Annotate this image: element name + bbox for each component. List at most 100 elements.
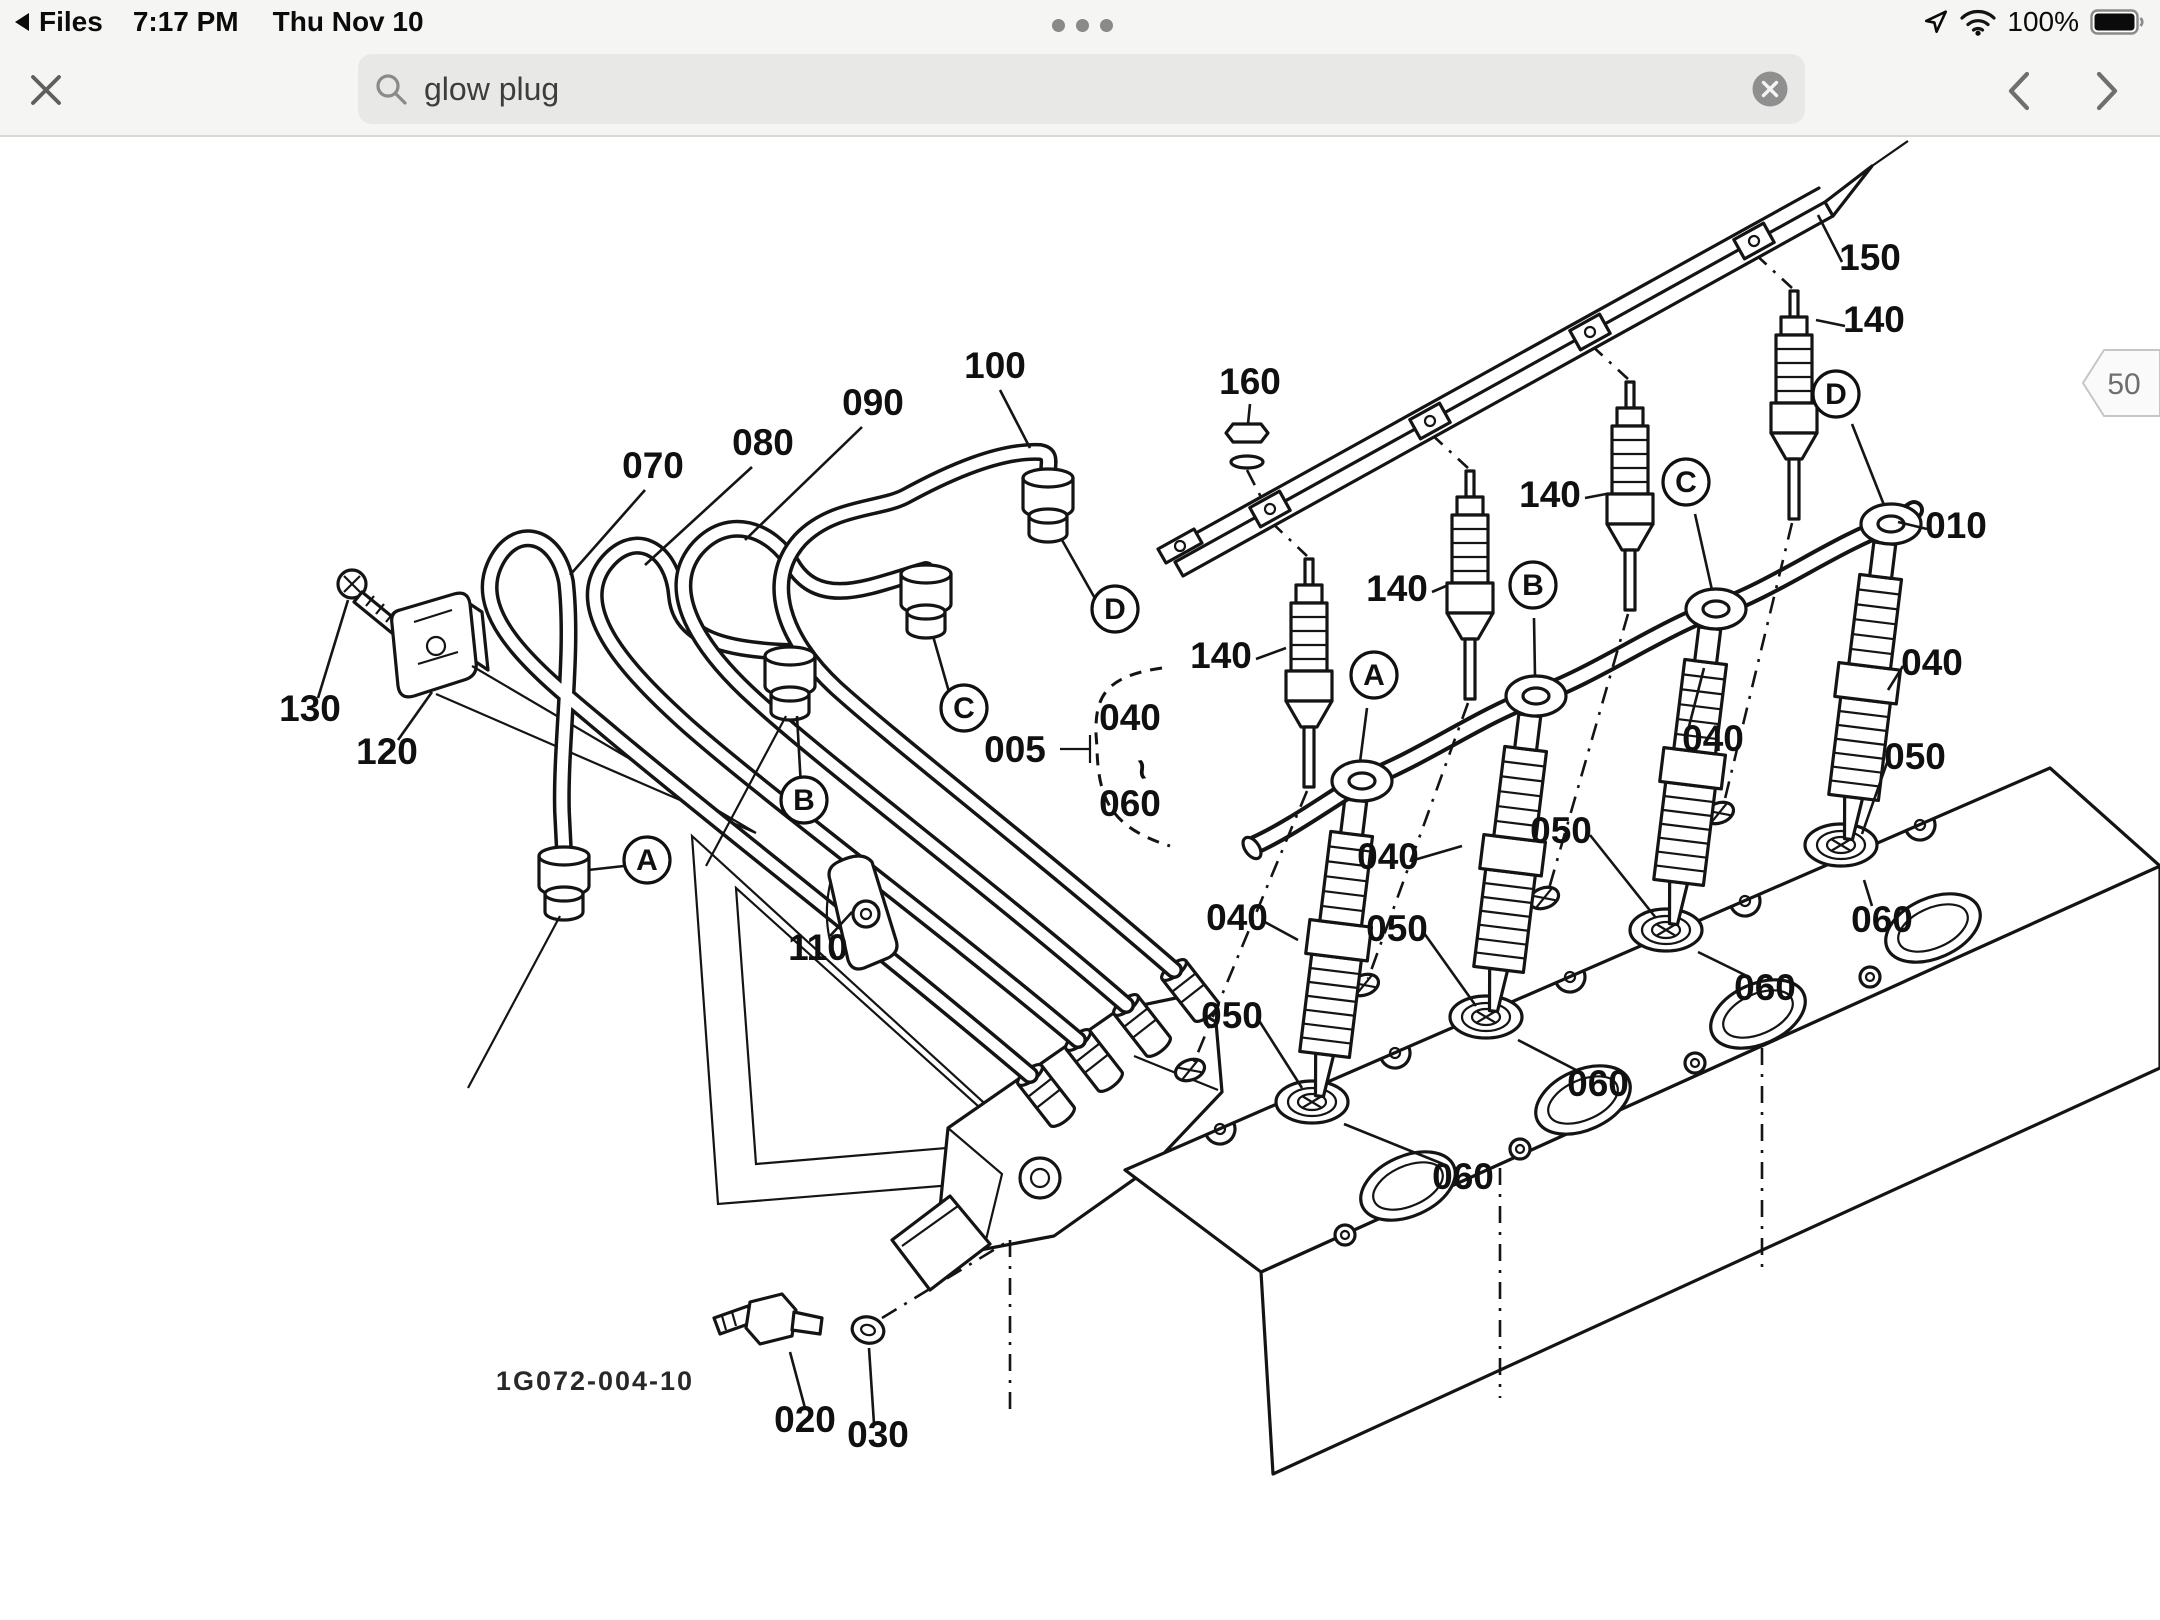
leader-line	[1256, 1018, 1304, 1089]
leader-line	[1697, 950, 1746, 977]
part-number-label: 130	[279, 688, 341, 729]
leader-line	[316, 599, 350, 699]
injection-pipes	[467, 442, 1183, 1089]
part-number-label: 060	[1432, 1156, 1494, 1197]
callout-circle	[1508, 560, 1558, 610]
callout-letter: D	[1825, 378, 1847, 411]
leader-line	[396, 691, 434, 741]
leader-line	[1413, 844, 1463, 862]
leader-line	[1588, 834, 1658, 919]
part-number-label: 120	[356, 731, 418, 772]
callout-circle	[1090, 584, 1140, 634]
search-toolbar	[0, 44, 2160, 137]
part-number-label: 140	[1190, 635, 1252, 676]
return-pipe	[1241, 500, 1924, 861]
leader-line	[1860, 759, 1890, 835]
part-number-label: 140	[1843, 299, 1905, 340]
leader-line	[1532, 617, 1537, 677]
leader-line	[1862, 879, 1874, 907]
part-number-label: 150	[1839, 237, 1901, 278]
callout-circle	[779, 775, 829, 825]
battery-icon	[2090, 9, 2144, 35]
pipe-nut-a	[537, 845, 591, 922]
callout-letter: C	[1675, 466, 1697, 499]
joint-020	[712, 1292, 824, 1346]
leader-line	[1431, 584, 1447, 594]
range-bracket-005	[1060, 666, 1171, 848]
injection-pump	[890, 954, 1224, 1292]
part-number-label: 030	[847, 1414, 909, 1455]
status-bar: Files 7:17 PM Thu Nov 10 100%	[0, 0, 2160, 44]
multitasking-indicator-icon	[1052, 19, 1113, 32]
leader-line	[1246, 403, 1252, 425]
drawing-number: 1G072-004-10	[496, 1366, 694, 1396]
leader-line	[867, 1347, 876, 1425]
magnifier-icon	[376, 74, 407, 105]
part-number-label: 040	[1357, 836, 1419, 877]
previous-result-button[interactable]	[2006, 70, 2032, 115]
search-field[interactable]	[358, 54, 1805, 124]
leader-line	[1815, 318, 1846, 328]
part-number-label: 080	[732, 422, 794, 463]
part-number-label: 070	[622, 445, 684, 486]
part-number-label: 110	[788, 927, 848, 968]
wifi-icon	[1960, 9, 1996, 36]
callout-letter: B	[793, 784, 815, 817]
leader-line	[1255, 646, 1287, 661]
leader-line	[829, 911, 853, 937]
leader-line	[1060, 539, 1099, 603]
back-to-app-button[interactable]: Files	[14, 6, 103, 38]
part-number-label: 160	[1219, 361, 1281, 402]
leader-line	[998, 389, 1032, 449]
part-number-label: 020	[774, 1399, 836, 1440]
clamp-110	[825, 854, 899, 971]
clear-search-button[interactable]	[1751, 70, 1789, 108]
page-number-label: 50	[2107, 368, 2140, 401]
part-number-label: 060	[1734, 967, 1796, 1008]
callout-letter: A	[636, 844, 658, 877]
circle-x-icon	[1752, 71, 1788, 107]
clock-date: Thu Nov 10	[272, 6, 424, 37]
page-number-badge[interactable]: 50	[2080, 348, 2160, 423]
leader-line	[644, 466, 753, 566]
leader-line	[1897, 520, 1928, 531]
x-icon	[31, 75, 61, 105]
pipe-nut-b	[763, 645, 817, 722]
callout-circle	[1661, 457, 1711, 507]
glow-plug-rail	[1156, 140, 1909, 578]
part-number-label: 140	[1366, 568, 1428, 609]
part-number-label: 005	[984, 729, 1046, 770]
close-search-button[interactable]	[26, 70, 66, 110]
callout-circle	[939, 683, 989, 733]
pipe-nut-d	[1021, 467, 1075, 544]
chevron-left-icon	[2008, 71, 2030, 111]
leader-line	[931, 635, 953, 700]
part-number-label: ~	[1120, 755, 1165, 785]
callout-letter: C	[953, 692, 975, 725]
leader-line	[744, 426, 863, 541]
location-arrow-icon	[1925, 10, 1948, 34]
cylinder-head	[1123, 766, 2160, 1476]
clock-time: 7:17 PM	[132, 6, 239, 37]
part-number-label: 040	[1682, 718, 1744, 759]
clamp-120	[390, 591, 757, 835]
part-number-label: 050	[1201, 995, 1263, 1036]
triangle-left-icon	[15, 13, 29, 31]
part-number-label: 040	[1206, 897, 1268, 938]
callout-letter: A	[1363, 659, 1385, 692]
leader-line	[1343, 1122, 1444, 1166]
leader-line	[1886, 665, 1905, 691]
washer-030	[850, 1238, 1012, 1412]
next-result-button[interactable]	[2094, 70, 2120, 115]
leader-line	[1816, 214, 1844, 263]
break-lines	[690, 833, 1067, 1206]
search-input[interactable]	[422, 69, 1751, 109]
leader-line	[1850, 423, 1886, 506]
part-number-label: 050	[1530, 810, 1592, 851]
leader-line	[788, 1351, 807, 1409]
leader-line	[795, 715, 803, 788]
leader-line	[1517, 1038, 1579, 1073]
callout-circle	[1349, 650, 1399, 700]
part-number-label: 050	[1884, 736, 1946, 777]
